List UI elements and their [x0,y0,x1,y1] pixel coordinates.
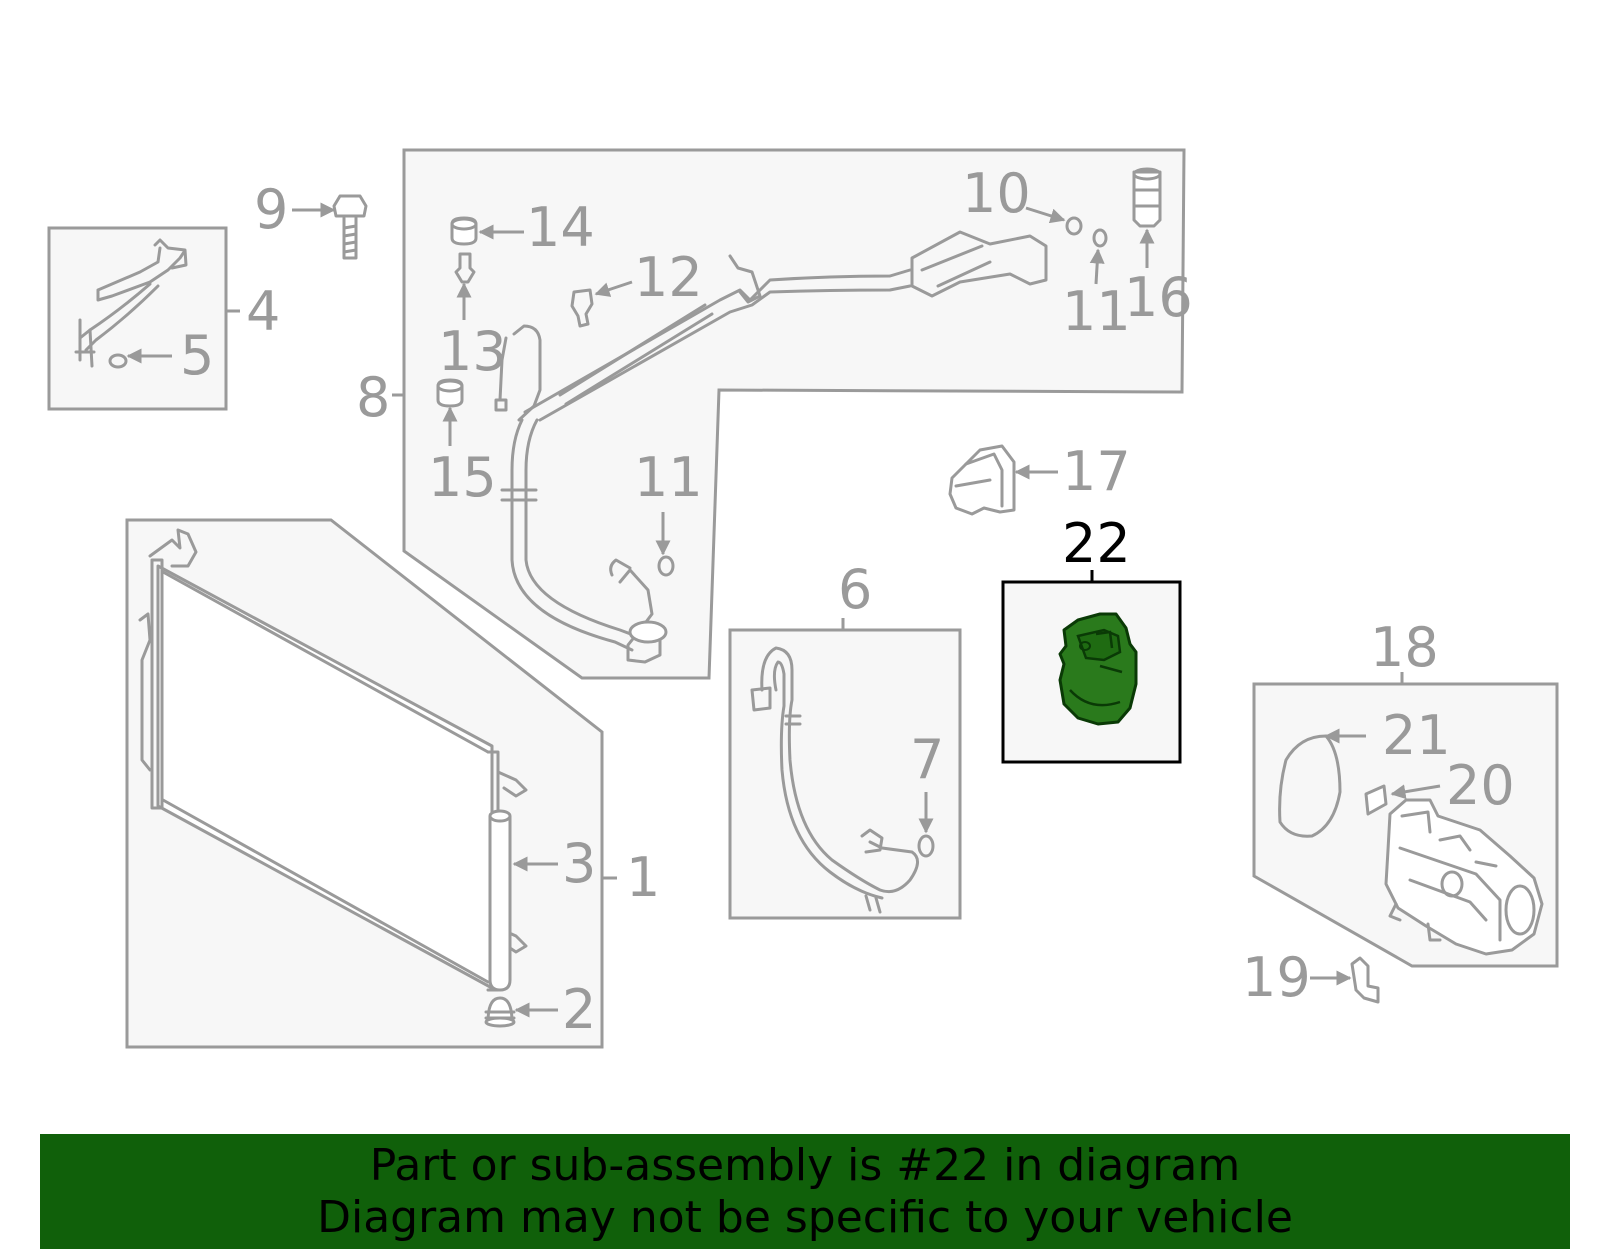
o-ring-5-icon [108,353,128,369]
callout-8: 8 [356,366,390,429]
group-6-box [728,618,962,920]
callout-16: 16 [1124,266,1193,329]
valve-core-13-icon [454,252,476,284]
part-22-box [1001,570,1182,764]
info-banner: Part or sub-assembly is #22 in diagram D… [40,1134,1570,1249]
callout-18: 18 [1370,616,1439,679]
o-ring-11-lower-icon [657,555,675,577]
valve-16-icon [1132,167,1162,228]
receiver-drier-3-icon [488,809,512,992]
callout-5: 5 [180,324,214,387]
callout-17: 17 [1062,440,1131,503]
o-ring-7-icon [917,834,935,858]
bolt-9-icon [292,194,368,260]
cap-15-icon [436,378,464,408]
callout-21: 21 [1382,704,1451,767]
callout-14: 14 [526,196,595,259]
group-4-box [47,226,240,411]
group-8-box [392,148,1186,680]
o-ring-11-upper-icon [1092,228,1108,248]
clip-19-icon [1310,956,1380,1004]
banner-line-2: Diagram may not be specific to your vehi… [317,1191,1293,1243]
callout-3: 3 [562,832,596,895]
banner-line-1: Part or sub-assembly is #22 in diagram [369,1139,1241,1191]
actuator-22-icon [1058,612,1138,726]
callout-19: 19 [1242,946,1311,1009]
callout-9: 9 [254,178,288,241]
callout-20: 20 [1446,754,1515,817]
callout-6: 6 [838,558,872,621]
callout-7: 7 [910,728,944,791]
cap-2-icon [484,996,516,1028]
callout-4: 4 [246,280,280,343]
callout-1: 1 [626,846,660,909]
callout-13: 13 [438,320,507,383]
o-ring-10-icon [1065,216,1083,236]
bracket-17-icon [948,444,1058,516]
callout-12: 12 [634,246,703,309]
compressor-icon [1384,798,1544,956]
gasket-21-icon [1278,734,1342,838]
callout-11-upper: 11 [1062,280,1131,343]
cap-14-icon [450,216,478,246]
callout-11-lower: 11 [634,446,703,509]
callout-15: 15 [428,446,497,509]
group-18-box [1252,672,1559,968]
callout-10: 10 [962,162,1031,225]
cover-20-icon [1364,784,1388,816]
callout-2: 2 [562,978,596,1041]
callout-22: 22 [1062,512,1131,575]
pressure-sensor-12-icon [570,288,594,328]
group-1-box [125,518,617,1049]
